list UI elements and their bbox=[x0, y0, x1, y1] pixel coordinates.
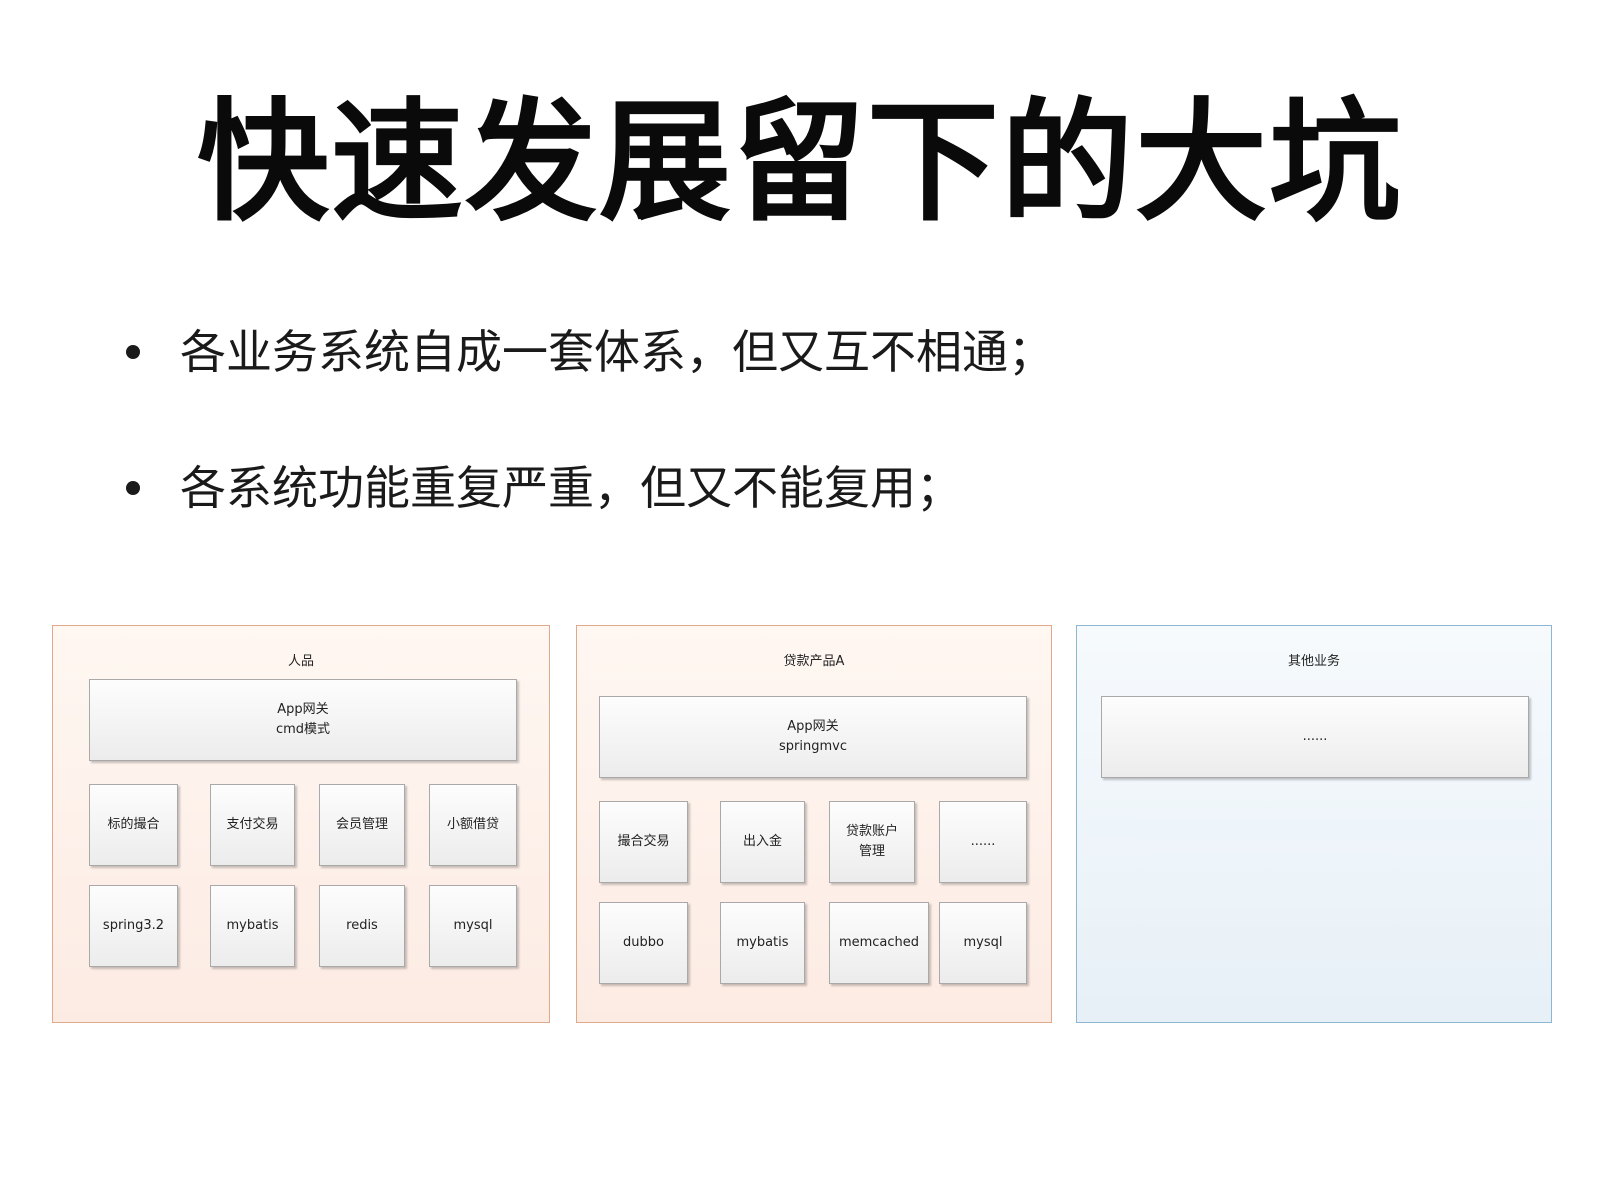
tech-box: mybatis bbox=[720, 902, 805, 984]
bullet-item: 各业务系统自成一套体系，但又互不相通； bbox=[126, 320, 1526, 384]
module-label-line2: 管理 bbox=[858, 844, 885, 859]
gateway-mode: cmd模式 bbox=[275, 722, 331, 737]
panel-other-business: 其他业务 ...... bbox=[1076, 625, 1552, 1023]
slide-title: 快速发展留下的大坑 bbox=[197, 86, 1403, 240]
module-label: 撮合交易 bbox=[617, 834, 670, 849]
gateway-box: ...... bbox=[1101, 696, 1529, 778]
tech-box: mysql bbox=[939, 902, 1027, 984]
bullet-dot-icon bbox=[126, 345, 140, 359]
module-box: 会员管理 bbox=[319, 784, 405, 866]
panel-title: 其他业务 bbox=[1287, 654, 1340, 669]
tech-box: spring3.2 bbox=[89, 885, 178, 967]
bullet-dot-icon bbox=[126, 481, 140, 495]
tech-box: dubbo bbox=[599, 902, 688, 984]
module-label: 支付交易 bbox=[226, 817, 279, 832]
gateway-box: App网关 springmvc bbox=[599, 696, 1027, 778]
gateway-box: App网关 cmd模式 bbox=[89, 679, 517, 761]
module-label: 会员管理 bbox=[335, 817, 388, 832]
gateway-label: App网关 bbox=[277, 702, 329, 717]
module-box: 撮合交易 bbox=[599, 801, 688, 883]
panel-renpin: 人品 App网关 cmd模式 标的撮合 支付交易 会员管理 小额借贷 sprin… bbox=[52, 625, 550, 1023]
tech-label: mybatis bbox=[226, 918, 279, 933]
gateway-label: App网关 bbox=[787, 719, 839, 734]
bullet-text: 各业务系统自成一套体系，但又互不相通； bbox=[180, 325, 1054, 379]
module-box: ...... bbox=[939, 801, 1027, 883]
tech-label: mysql bbox=[453, 918, 493, 933]
bullet-text: 各系统功能重复严重，但又不能复用； bbox=[180, 461, 962, 515]
tech-label: redis bbox=[346, 918, 378, 933]
tech-label: spring3.2 bbox=[102, 918, 165, 933]
tech-label: mybatis bbox=[736, 935, 789, 950]
tech-box: mysql bbox=[429, 885, 517, 967]
module-box: 出入金 bbox=[720, 801, 805, 883]
module-label: 出入金 bbox=[742, 834, 782, 849]
gateway-mode: springmvc bbox=[779, 739, 847, 754]
bullet-item: 各系统功能重复严重，但又不能复用； bbox=[126, 456, 1526, 520]
tech-label: dubbo bbox=[623, 935, 664, 950]
panel-loan-product-a: 贷款产品A App网关 springmvc 撮合交易 出入金 贷款账户 管理 .… bbox=[576, 625, 1052, 1023]
module-box: 小额借贷 bbox=[429, 784, 517, 866]
tech-box: memcached bbox=[829, 902, 929, 984]
module-box: 贷款账户 管理 bbox=[829, 801, 915, 883]
module-box: 标的撮合 bbox=[89, 784, 178, 866]
tech-label: mysql bbox=[963, 935, 1003, 950]
bullet-list: 各业务系统自成一套体系，但又互不相通； 各系统功能重复严重，但又不能复用； bbox=[126, 320, 1526, 520]
module-label: 贷款账户 bbox=[845, 824, 898, 839]
module-label: ...... bbox=[970, 834, 996, 849]
panel-title: 贷款产品A bbox=[783, 654, 845, 669]
gateway-label: ...... bbox=[1302, 729, 1328, 744]
tech-box: mybatis bbox=[210, 885, 295, 967]
module-box: 支付交易 bbox=[210, 784, 295, 866]
module-label: 标的撮合 bbox=[107, 817, 160, 832]
panel-title: 人品 bbox=[287, 654, 314, 669]
tech-box: redis bbox=[319, 885, 405, 967]
tech-label: memcached bbox=[838, 935, 920, 950]
module-label: 小额借贷 bbox=[446, 817, 499, 832]
